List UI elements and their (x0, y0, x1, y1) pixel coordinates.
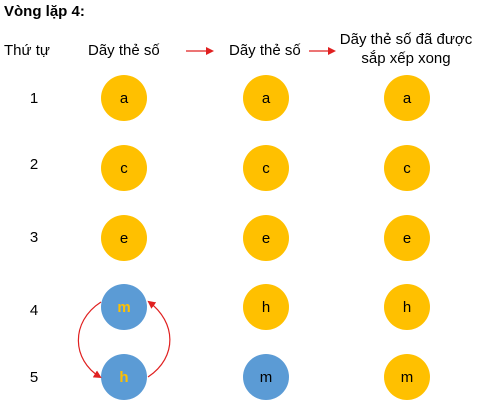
col1-card-1: a (101, 75, 147, 121)
order-header: Thứ tự (4, 42, 50, 59)
col2-card-2: c (243, 145, 289, 191)
swap-arrow-up (147, 300, 171, 378)
col3-card-2: c (384, 145, 430, 191)
col1-card-5-swapped: h (101, 354, 147, 400)
col2-card-5: m (243, 354, 289, 400)
col2-card-4: h (243, 284, 289, 330)
row-number-3: 3 (29, 229, 39, 246)
col2-header: Dãy thẻ số (229, 42, 301, 59)
col3-header: Dãy thẻ số đã được sắp xếp xong (336, 30, 476, 68)
col1-card-3: e (101, 215, 147, 261)
row-number-2: 2 (29, 156, 39, 173)
row-number-4: 4 (29, 302, 39, 319)
row-number-5: 5 (29, 369, 39, 386)
col3-card-4: h (384, 284, 430, 330)
col3-header-line2: sắp xếp xong (361, 50, 451, 67)
col3-header-line1: Dãy thẻ số đã được (339, 31, 473, 48)
col1-card-4-swapped: m (101, 284, 147, 330)
col3-card-5: m (384, 354, 430, 400)
col1-header: Dãy thẻ số (88, 42, 160, 59)
col2-card-1: a (243, 75, 289, 121)
col3-card-1: a (384, 75, 430, 121)
diagram-title: Vòng lặp 4: (4, 3, 85, 20)
col3-card-3: e (384, 215, 430, 261)
swap-arrow-down (77, 301, 102, 379)
col2-card-3: e (243, 215, 289, 261)
col1-card-2: c (101, 145, 147, 191)
row-number-1: 1 (29, 90, 39, 107)
